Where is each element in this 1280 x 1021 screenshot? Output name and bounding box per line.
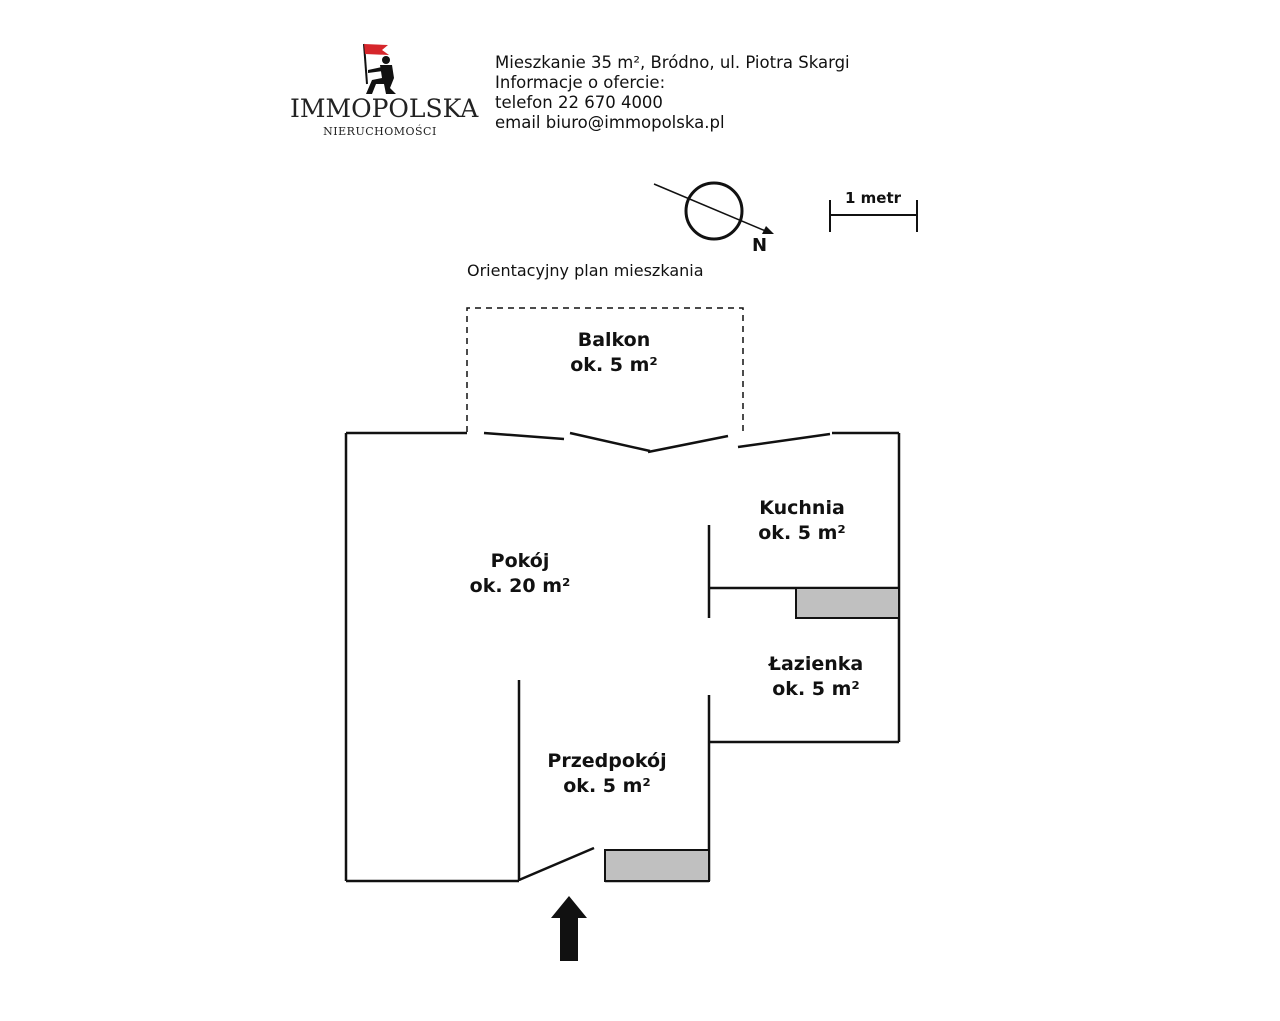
room-przedpokoj: Przedpokój ok. 5 m² (547, 749, 666, 799)
offer-phone: telefon 22 670 4000 (495, 93, 663, 112)
room-area: ok. 5 m² (563, 775, 651, 797)
room-kuchnia: Kuchnia ok. 5 m² (758, 496, 845, 546)
entrance-arrow-icon (551, 896, 587, 961)
figure-with-flag-icon (363, 43, 396, 94)
entrance-door (518, 846, 595, 882)
logo-subtitle: NIERUCHOMOŚCI (323, 125, 437, 138)
room-name: Łazienka (768, 653, 864, 675)
room-lazienka: Łazienka ok. 5 m² (769, 652, 863, 702)
room-name: Przedpokój (547, 750, 667, 772)
room-name: Kuchnia (759, 497, 845, 519)
offer-title: Mieszkanie 35 m², Bródno, ul. Piotra Ska… (495, 53, 850, 72)
offer-info: Mieszkanie 35 m², Bródno, ul. Piotra Ska… (495, 53, 850, 133)
room-name: Pokój (490, 550, 550, 572)
plan-title: Orientacyjny plan mieszkania (467, 261, 704, 280)
company-logo: IMMOPOLSKA NIERUCHOMOŚCI (290, 38, 479, 143)
scale-label: 1 metr (845, 189, 902, 207)
kitchen-fixture (795, 587, 900, 619)
offer-email: email biuro@immopolska.pl (495, 113, 725, 132)
room-area: ok. 20 m² (469, 575, 571, 597)
compass-icon (653, 181, 774, 241)
scale-bar (829, 200, 918, 232)
room-area: ok. 5 m² (772, 678, 860, 700)
room-balkon: Balkon ok. 5 m² (570, 328, 657, 378)
offer-info-heading: Informacje o ofercie: (495, 73, 666, 92)
hall-fixture (604, 849, 710, 882)
room-area: ok. 5 m² (570, 354, 658, 376)
balcony-outline (466, 307, 744, 432)
room-name: Balkon (577, 329, 651, 351)
room-area: ok. 5 m² (758, 522, 846, 544)
north-label: N (752, 235, 768, 256)
logo-wordmark: IMMOPOLSKA (290, 94, 479, 123)
balcony-doors (483, 431, 831, 454)
room-pokoj: Pokój ok. 20 m² (470, 549, 571, 599)
